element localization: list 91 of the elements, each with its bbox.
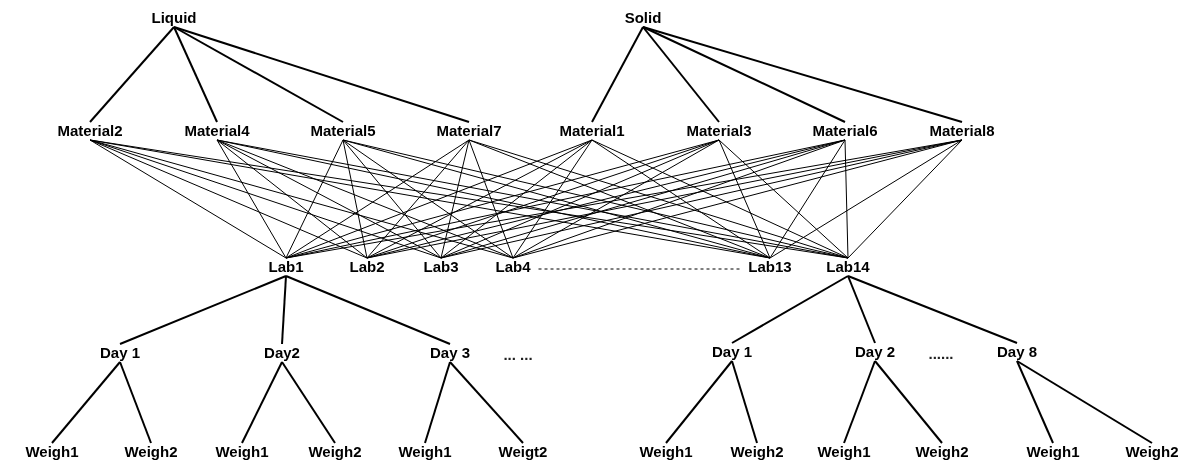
- weigh-label: Weigh1: [396, 443, 454, 461]
- connector-line: [216, 139, 442, 259]
- material-label: Material3: [684, 122, 754, 140]
- connector-line: [216, 139, 368, 259]
- ellipsis-text: ......: [928, 344, 954, 362]
- day-label: Day 1: [98, 344, 142, 362]
- connector-line: [173, 26, 470, 123]
- connector-line: [449, 361, 524, 444]
- connector-line: [216, 139, 287, 259]
- connector-line: [119, 361, 152, 444]
- connector-line: [468, 139, 771, 259]
- weigh-label: Weigh1: [815, 443, 873, 461]
- connector-line: [847, 139, 963, 259]
- category-label: Liquid: [149, 9, 199, 27]
- connector-line: [1016, 360, 1153, 444]
- connector-line: [281, 361, 336, 444]
- material-label: Material8: [927, 122, 997, 140]
- lab-label: Lab14: [824, 258, 872, 276]
- connector-line: [468, 139, 514, 259]
- connector-line: [366, 139, 470, 259]
- connector-line: [285, 139, 470, 259]
- material-label: Material7: [434, 122, 504, 140]
- weigh-label: Weigh2: [306, 443, 364, 461]
- weigh-label: Weigh2: [728, 443, 786, 461]
- day-label: Day 1: [710, 343, 754, 361]
- lab-label: Lab13: [746, 258, 794, 276]
- weigh-label: Weigh1: [637, 443, 695, 461]
- connector-line: [591, 139, 771, 259]
- day-label: Day 3: [428, 344, 472, 362]
- connector-line: [89, 26, 175, 123]
- connector-line: [591, 26, 644, 123]
- day-label: Day 8: [995, 343, 1039, 361]
- lab-label: Lab4: [493, 258, 533, 276]
- connector-line: [440, 139, 593, 259]
- connector-line: [642, 26, 846, 123]
- lab-label: Lab2: [347, 258, 387, 276]
- connector-line: [512, 139, 593, 259]
- connector-line: [285, 139, 344, 259]
- connector-line: [424, 361, 451, 444]
- connector-line: [440, 139, 470, 259]
- connector-line: [844, 139, 849, 259]
- connector-line: [89, 139, 287, 259]
- material-label: Material5: [308, 122, 378, 140]
- connector-line: [847, 275, 1018, 344]
- connector-line: [241, 361, 283, 444]
- connector-line: [642, 26, 720, 123]
- weigh-label: Weigt2: [496, 443, 550, 461]
- connector-line: [847, 275, 876, 344]
- connector-line: [769, 139, 963, 259]
- connector-line: [173, 26, 344, 123]
- weigh-label: Weigh1: [213, 443, 271, 461]
- weigh-label: Weigh2: [913, 443, 971, 461]
- connector-line: [1016, 360, 1054, 444]
- connector-line: [731, 360, 758, 444]
- connector-line: [119, 275, 287, 345]
- connector-line: [342, 139, 368, 259]
- connector-line: [285, 275, 451, 345]
- connector-line: [591, 139, 849, 259]
- connector-line: [874, 360, 943, 444]
- connector-line: [173, 26, 218, 123]
- connector-line: [281, 275, 287, 345]
- connector-line: [342, 139, 514, 259]
- day-label: Day2: [262, 344, 302, 362]
- connector-line: [769, 139, 846, 259]
- connector-line: [216, 139, 514, 259]
- day-label: Day 2: [853, 343, 897, 361]
- material-label: Material4: [182, 122, 252, 140]
- weigh-label: Weigh1: [1024, 443, 1082, 461]
- material-label: Material2: [55, 122, 125, 140]
- connector-line: [718, 139, 771, 259]
- weigh-label: Weigh2: [122, 443, 180, 461]
- connector-line: [89, 139, 442, 259]
- weigh-label: Weigh2: [1123, 443, 1181, 461]
- material-label: Material6: [810, 122, 880, 140]
- connector-line: [285, 139, 593, 259]
- connector-line: [440, 139, 720, 259]
- connector-line: [718, 139, 849, 259]
- category-label: Solid: [622, 9, 664, 27]
- connector-line: [665, 360, 733, 444]
- lab-label: Lab1: [266, 258, 306, 276]
- material-label: Material1: [557, 122, 627, 140]
- dotted-line: [538, 268, 741, 270]
- connector-line: [342, 139, 442, 259]
- connector-line: [512, 139, 720, 259]
- lab-label: Lab3: [421, 258, 461, 276]
- connector-line: [731, 275, 849, 344]
- connector-line: [843, 360, 876, 444]
- connector-line: [51, 361, 121, 444]
- connector-line: [642, 26, 963, 123]
- ellipsis-text: ... ...: [503, 345, 533, 363]
- weigh-label: Weigh1: [23, 443, 81, 461]
